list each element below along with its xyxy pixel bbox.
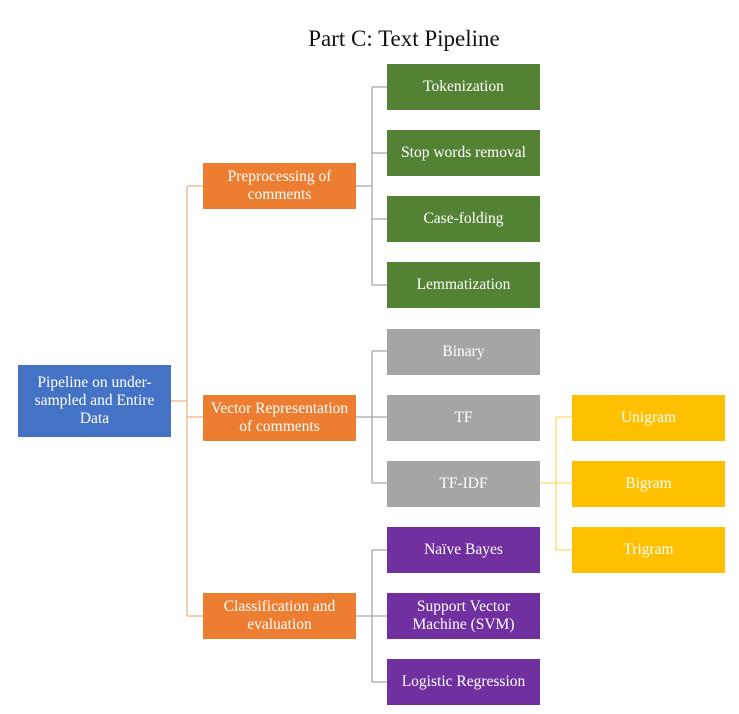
ngram-unigram: Unigram [572, 395, 725, 441]
stage-preprocessing: Preprocessing of comments [203, 163, 356, 209]
connector-root-stages [171, 185, 203, 617]
step-binary: Binary [387, 329, 540, 375]
step-case-folding: Case-folding [387, 196, 540, 242]
connector-preprocessing-steps [356, 86, 387, 286]
connector-tfidf-ngrams [540, 416, 572, 551]
step-naive-bayes: Naïve Bayes [387, 527, 540, 573]
step-tokenization: Tokenization [387, 64, 540, 110]
ngram-bigram: Bigram [572, 461, 725, 507]
root-node: Pipeline on under-sampled and Entire Dat… [18, 365, 171, 437]
step-logistic-regression: Logistic Regression [387, 659, 540, 705]
stage-classification: Classification and evaluation [203, 593, 356, 639]
stage-vector-representation: Vector Representation of comments [203, 395, 356, 441]
step-svm: Support Vector Machine (SVM) [387, 593, 540, 639]
step-stop-words-removal: Stop words removal [387, 130, 540, 176]
connector-classification-steps [356, 549, 387, 683]
connector-vector-steps [356, 350, 387, 484]
diagram-title: Part C: Text Pipeline [308, 26, 500, 51]
ngram-trigram: Trigram [572, 527, 725, 573]
step-tf-idf: TF-IDF [387, 461, 540, 507]
step-lemmatization: Lemmatization [387, 262, 540, 308]
step-tf: TF [387, 395, 540, 441]
